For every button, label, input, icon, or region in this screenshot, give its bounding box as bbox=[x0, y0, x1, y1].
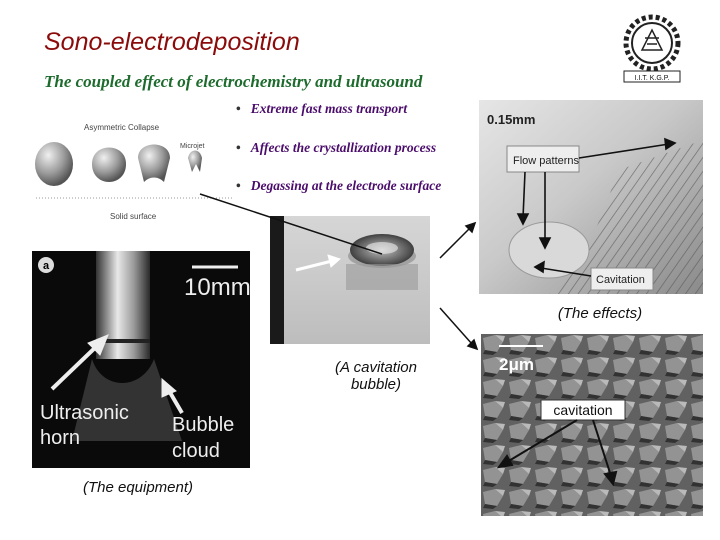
bubble-photo bbox=[270, 216, 430, 344]
sem-scale-label: 2μm bbox=[499, 355, 534, 374]
cloud-label-line2: cloud bbox=[172, 440, 220, 462]
effects-caption: (The effects) bbox=[557, 305, 643, 322]
institute-logo: I.I.T. K.G.P. bbox=[623, 14, 681, 83]
arrow-to-sem bbox=[439, 307, 473, 345]
horn-label-line2: horn bbox=[40, 427, 80, 449]
sem-label-box bbox=[540, 399, 626, 421]
equipment-photo: a 10mm Ultrasonic horn Bubble cloud bbox=[32, 251, 250, 468]
slide-title: Sono-electrodeposition bbox=[44, 28, 300, 56]
bullet-item: •Extreme fast mass transport bbox=[236, 101, 408, 116]
bubble-cloud-shape bbox=[72, 359, 182, 441]
slide-subtitle: The coupled effect of electrochemistry a… bbox=[44, 72, 423, 91]
sem-photo: 2μm cavitation bbox=[481, 334, 703, 516]
gear-emblem-icon bbox=[623, 14, 681, 72]
cloud-label-line1: Bubble bbox=[172, 414, 234, 436]
bubble-stage-2 bbox=[92, 147, 126, 182]
bubble-white-arrow bbox=[295, 259, 333, 272]
microjet-label: Microjet bbox=[180, 143, 205, 150]
flow-label-box bbox=[506, 145, 580, 173]
bullet-item: •Affects the crystallization process bbox=[236, 140, 437, 155]
bubble-stage-4 bbox=[188, 150, 202, 172]
panel-letter: a bbox=[43, 260, 50, 272]
collapse-heading: Asymmetric Collapse bbox=[84, 123, 160, 132]
bullet-text: Degassing at the electrode surface bbox=[250, 178, 442, 193]
logo-text: I.I.T. K.G.P. bbox=[635, 75, 670, 82]
bullet-text: Affects the crystallization process bbox=[250, 140, 437, 155]
collapse-diagram: Asymmetric Collapse Microjet Solid surfa… bbox=[35, 123, 232, 221]
arrow-to-effects bbox=[439, 227, 471, 259]
equipment-caption: (The equipment) bbox=[82, 479, 194, 496]
bubble-caption: (A cavitation bubble) bbox=[316, 359, 436, 393]
bullet-item: •Degassing at the electrode surface bbox=[236, 178, 442, 193]
bubble-stage-1 bbox=[35, 142, 73, 186]
cavitation-label-box bbox=[590, 267, 654, 291]
bullet-text: Extreme fast mass transport bbox=[250, 101, 408, 116]
effects-photo: 0.15mm Flow patterns Cavitation bbox=[479, 100, 703, 294]
sem-cavitation-label: cavitation bbox=[553, 402, 612, 418]
horn-label-line1: Ultrasonic bbox=[40, 402, 129, 424]
flow-label: Flow patterns bbox=[513, 155, 580, 167]
bubble-caption-line1: (A cavitation bbox=[335, 359, 417, 376]
surface-label: Solid surface bbox=[110, 212, 157, 221]
equipment-scale-label: 10mm bbox=[184, 274, 250, 301]
pointer-line bbox=[199, 193, 383, 255]
bubble-stage-3 bbox=[138, 144, 170, 182]
bubble-caption-line2: bubble) bbox=[350, 376, 402, 393]
cavitation-effect-label: Cavitation bbox=[596, 274, 645, 286]
effects-scale-label: 0.15mm bbox=[487, 112, 535, 127]
